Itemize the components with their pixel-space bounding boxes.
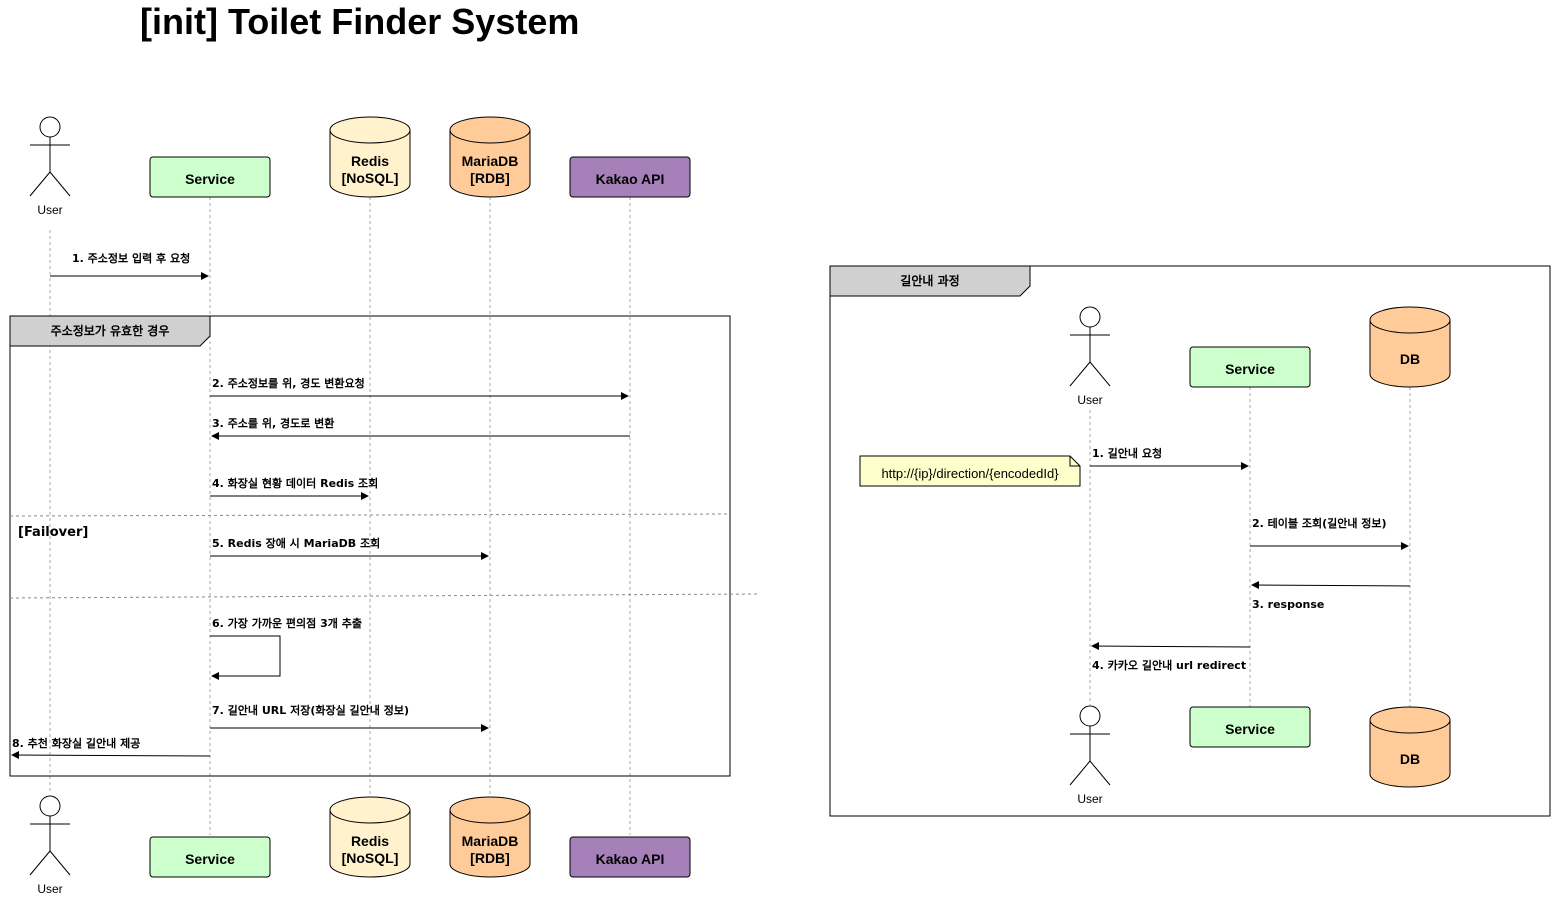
service-box-top: Service (149, 156, 271, 198)
message-5: 5. Redis 장애 시 MariaDB 조회 (210, 536, 489, 560)
user-actor-top: User (29, 116, 71, 217)
right-db-cylinder-bottom: DB (1369, 706, 1451, 788)
direction-frame: 길안내 과정 (829, 265, 1551, 817)
redis-sublabel: [NoSQL] (342, 850, 399, 866)
right-message-1-label: 1. 길안내 요청 (1092, 446, 1162, 460)
service-label: Service (185, 171, 235, 187)
fragment-divider (9, 593, 759, 599)
right-service-label: Service (1225, 721, 1275, 737)
right-message-4: 4. 카카오 길안내 url redirect (1091, 642, 1251, 672)
service-box-bottom: Service (149, 836, 271, 878)
message-6-self: 6. 가장 가까운 편의점 3개 추출 (210, 616, 362, 680)
user-label: User (37, 882, 62, 896)
kakao-label: Kakao API (596, 171, 665, 187)
right-message-1: 1. 길안내 요청 (1090, 446, 1249, 470)
service-label: Service (185, 851, 235, 867)
mariadb-sublabel: [RDB] (470, 170, 510, 186)
right-user-label: User (1077, 393, 1102, 407)
mariadb-cylinder-top: MariaDB [RDB] (449, 116, 531, 198)
right-message-4-label: 4. 카카오 길안내 url redirect (1092, 658, 1246, 672)
right-user-label: User (1077, 792, 1102, 806)
kakao-label: Kakao API (596, 851, 665, 867)
user-actor-bottom: User (29, 795, 71, 896)
right-db-label: DB (1400, 751, 1420, 767)
message-6-label: 6. 가장 가까운 편의점 3개 추출 (212, 616, 362, 630)
redis-label: Redis (351, 153, 389, 169)
right-message-2: 2. 테이블 조회(길안내 정보) (1250, 516, 1409, 550)
message-3-label: 3. 주소를 위, 경도로 변환 (212, 416, 334, 430)
mariadb-label: MariaDB (462, 153, 519, 169)
right-message-3-label: 3. response (1252, 598, 1324, 611)
right-message-2-label: 2. 테이블 조회(길안내 정보) (1252, 516, 1387, 530)
right-service-label: Service (1225, 361, 1275, 377)
message-8: 8. 추천 화장실 길안내 제공 (11, 736, 211, 760)
message-7-label: 7. 길안내 URL 저장(화장실 길안내 정보) (212, 703, 409, 717)
message-1: 1. 주소정보 입력 후 요청 (50, 251, 209, 280)
mariadb-label: MariaDB (462, 833, 519, 849)
message-2-label: 2. 주소정보를 위, 경도 변환요청 (212, 376, 365, 390)
right-db-cylinder-top: DB (1369, 306, 1451, 388)
kakao-box-bottom: Kakao API (569, 836, 691, 878)
right-db-label: DB (1400, 351, 1420, 367)
mariadb-cylinder-bottom: MariaDB [RDB] (449, 796, 531, 878)
url-note: http://{ip}/direction/{encodedId} (859, 455, 1081, 487)
message-4: 4. 화장실 현황 데이터 Redis 조회 (210, 476, 378, 500)
mariadb-sublabel: [RDB] (470, 850, 510, 866)
valid-address-frame: 주소정보가 유효한 경우 (9, 315, 731, 777)
redis-label: Redis (351, 833, 389, 849)
right-user-actor-bottom: User (1069, 705, 1111, 806)
failover-divider (9, 513, 731, 517)
direction-frame-label: 길안내 과정 (900, 273, 959, 288)
kakao-box-top: Kakao API (569, 156, 691, 198)
redis-sublabel: [NoSQL] (342, 170, 399, 186)
redis-cylinder-bottom: Redis [NoSQL] (329, 796, 411, 878)
failover-label: [Failover] (18, 525, 88, 540)
page-title: [init] Toilet Finder System (140, 1, 579, 42)
message-8-label: 8. 추천 화장실 길안내 제공 (12, 736, 140, 750)
right-service-box-bottom: Service (1189, 706, 1311, 748)
redis-cylinder-top: Redis [NoSQL] (329, 116, 411, 198)
right-service-box-top: Service (1189, 346, 1311, 388)
user-label: User (37, 203, 62, 217)
message-3: 3. 주소를 위, 경도로 변환 (211, 416, 630, 440)
message-4-label: 4. 화장실 현황 데이터 Redis 조회 (212, 476, 378, 490)
right-message-3: 3. response (1251, 581, 1411, 611)
frame-label: 주소정보가 유효한 경우 (51, 323, 170, 338)
message-1-label: 1. 주소정보 입력 후 요청 (72, 251, 190, 265)
url-note-text: http://{ip}/direction/{encodedId} (881, 466, 1059, 481)
right-user-actor-top: User (1069, 306, 1111, 407)
message-7: 7. 길안내 URL 저장(화장실 길안내 정보) (210, 703, 489, 732)
message-5-label: 5. Redis 장애 시 MariaDB 조회 (212, 536, 380, 550)
message-2: 2. 주소정보를 위, 경도 변환요청 (210, 376, 629, 400)
